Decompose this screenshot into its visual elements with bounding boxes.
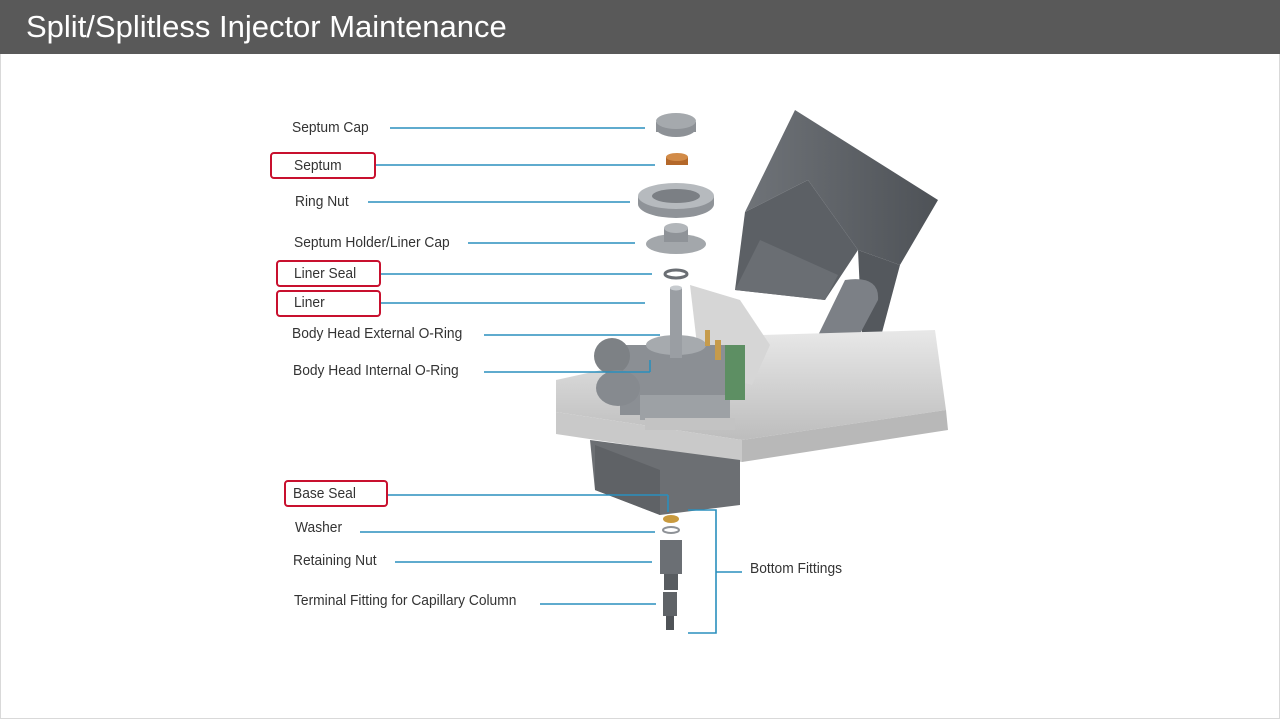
- label-bottom-fittings: Bottom Fittings: [750, 560, 843, 577]
- label-septum-cap: Septum Cap: [292, 119, 369, 136]
- highlight-box-liner: [276, 290, 381, 317]
- label-septum-holder-liner-cap: Septum Holder/Liner Cap: [294, 234, 450, 251]
- label-liner: Liner: [294, 294, 325, 311]
- leader-lines: [360, 127, 742, 634]
- label-base-seal: Base Seal: [293, 485, 356, 502]
- ring-nut-part: [638, 183, 714, 218]
- label-terminal-fitting: Terminal Fitting for Capillary Column: [294, 592, 517, 609]
- septum-part: [666, 153, 688, 165]
- highlight-box-liner-seal: [276, 260, 381, 287]
- label-washer: Washer: [295, 519, 343, 536]
- highlight-box-base-seal: [284, 480, 388, 507]
- label-septum: Septum: [294, 157, 342, 174]
- label-body-head-external-o-ring: Body Head External O-Ring: [292, 325, 463, 342]
- label-body-head-internal-o-ring: Body Head Internal O-Ring: [293, 362, 459, 379]
- label-retaining-nut: Retaining Nut: [293, 552, 377, 569]
- highlight-box-septum: [270, 152, 376, 179]
- septum-cap-part: [656, 113, 696, 137]
- liner-part: [670, 285, 682, 358]
- liner-seal-part: [663, 268, 689, 280]
- label-liner-seal: Liner Seal: [294, 265, 357, 282]
- title-bar: Split/Splitless Injector Maintenance: [0, 0, 1280, 54]
- washer-part: [662, 526, 680, 534]
- septum-holder-part: [646, 223, 706, 254]
- terminal-fitting-part: [663, 592, 677, 630]
- page-title: Split/Splitless Injector Maintenance: [26, 9, 507, 44]
- retaining-nut-part: [660, 540, 682, 590]
- label-ring-nut: Ring Nut: [295, 193, 349, 210]
- base-seal-part: [663, 515, 679, 523]
